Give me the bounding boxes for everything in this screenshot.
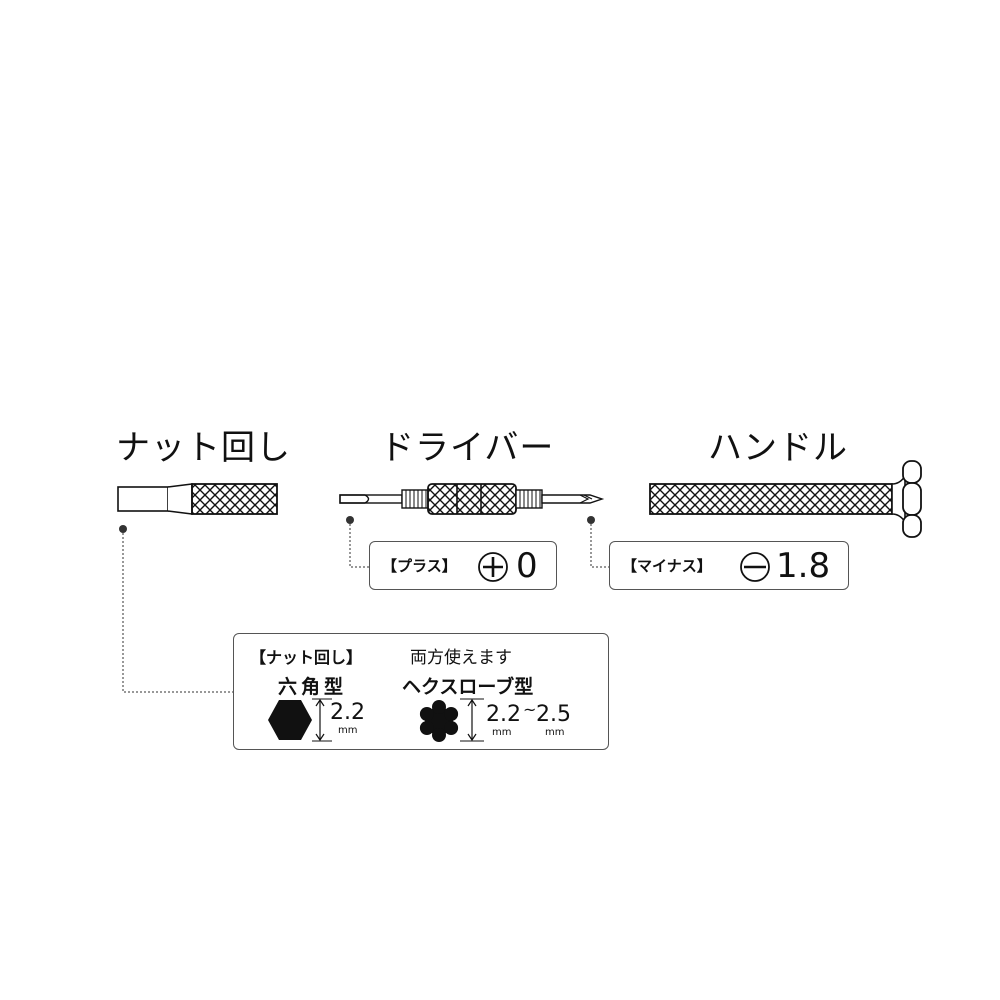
hexalobe-size-max: 2.5	[536, 702, 571, 727]
hexalobe-type-name: ヘクスローブ型	[402, 676, 534, 698]
minus-tip-size: 1.8	[776, 546, 831, 586]
nut-box-label: 【ナット回し】	[250, 648, 363, 667]
hexalobe-star-icon	[419, 700, 459, 742]
plus-tip-label: 【プラス】	[382, 557, 457, 575]
plus-tip-callout: 【プラス】 0	[369, 541, 557, 590]
hexalobe-unit-max: mm	[545, 727, 565, 738]
hex-type-name: 六角型	[278, 676, 348, 698]
minus-tip-label: 【マイナス】	[622, 557, 712, 575]
plus-circle-icon	[478, 552, 508, 582]
hex-unit: mm	[338, 725, 358, 736]
nut-driver-info-box: 【ナット回し】 両方使えます 六角型 2.2 mm ヘクスローブ型 2.2 ~ …	[233, 633, 609, 750]
hexalobe-dimension-arrow	[460, 698, 484, 742]
plus-tip-size: 0	[516, 546, 538, 586]
hexalobe-size-min: 2.2	[486, 702, 521, 727]
hexagon-icon	[268, 700, 312, 740]
minus-tip-callout: 【マイナス】 1.8	[609, 541, 849, 590]
hexalobe-size-separator: ~	[523, 700, 537, 719]
handle-title: ハンドル	[708, 428, 848, 468]
hexalobe-unit-min: mm	[492, 727, 512, 738]
driver-title: ドライバー	[380, 428, 555, 468]
hex-size: 2.2	[330, 700, 365, 725]
hex-dimension-arrow	[312, 698, 332, 742]
minus-circle-icon	[740, 552, 770, 582]
nut-box-note: 両方使えます	[410, 648, 512, 668]
nut-driver-title: ナット回し	[116, 428, 291, 468]
